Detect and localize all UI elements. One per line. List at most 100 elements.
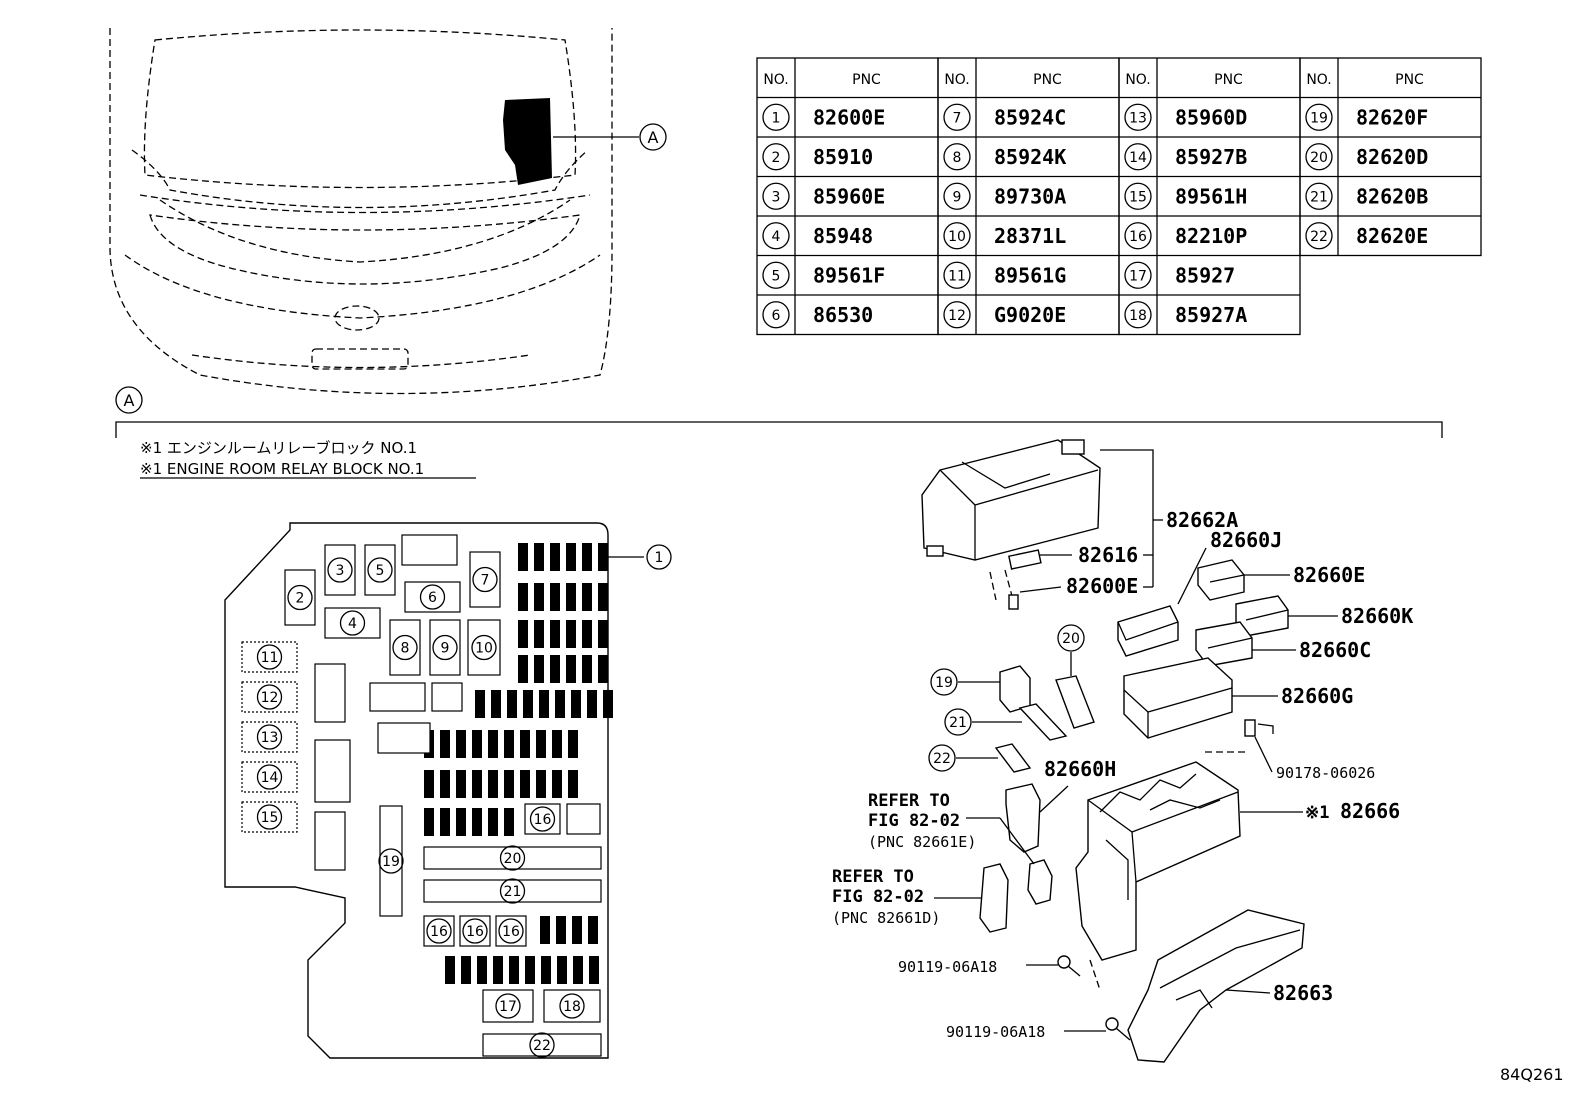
table-row-pnc: 82600E — [813, 105, 885, 129]
callout-82666-mark: ※1 — [1305, 803, 1329, 823]
callout-20: 20 — [1062, 631, 1080, 647]
table-row-pnc: 85927A — [1175, 303, 1247, 327]
layout-position-label: 17 — [499, 999, 517, 1015]
refer-line2: FIG 82-02 — [868, 811, 960, 831]
table-row-pnc: 82620F — [1356, 105, 1428, 129]
exploded-view: 82662A 82616 82600E 82660J 82660E 82660K… — [898, 439, 1413, 1063]
callout-82660G: 82660G — [1281, 684, 1353, 708]
callout-82600E: 82600E — [1066, 574, 1138, 598]
callout-90178-06026: 90178-06026 — [1276, 764, 1375, 782]
layout-position-label: 3 — [336, 563, 345, 579]
layout-position-label: 19 — [382, 854, 400, 870]
callout-82616: 82616 — [1078, 543, 1138, 567]
table-row-no: 3 — [772, 189, 781, 205]
layout-position-label: 14 — [261, 770, 279, 786]
table-header-no: NO. — [944, 72, 969, 88]
callout-82662A: 82662A — [1166, 508, 1238, 532]
table-row-pnc: 86530 — [813, 303, 873, 327]
table-row-no: 1 — [772, 110, 781, 126]
callout-90119-06A18-lower: 90119-06A18 — [946, 1023, 1045, 1041]
table-row-pnc: 82620E — [1356, 224, 1428, 248]
section-a-label: A — [124, 391, 135, 410]
table-row-no: 20 — [1310, 150, 1328, 166]
callout-82663: 82663 — [1273, 981, 1333, 1005]
layout-position-label: 1 — [655, 550, 664, 566]
callout-82660E: 82660E — [1293, 563, 1365, 587]
view-callout-a: A — [648, 128, 659, 147]
refer-line1: REFER TO — [832, 867, 914, 887]
table-row-no: 13 — [1129, 110, 1147, 126]
table-row-no: 5 — [772, 268, 781, 284]
table-header-no: NO. — [1306, 72, 1331, 88]
table-header-pnc: PNC — [852, 72, 881, 88]
callout-82660H: 82660H — [1044, 757, 1116, 781]
layout-position-label: 16 — [430, 924, 448, 940]
table-row-no: 9 — [953, 189, 962, 205]
table-row-no: 2 — [772, 150, 781, 166]
table-row-pnc: 85910 — [813, 145, 873, 169]
table-header-pnc: PNC — [1214, 72, 1243, 88]
table-header-pnc: PNC — [1033, 72, 1062, 88]
table-row-pnc: G9020E — [994, 303, 1066, 327]
table-row-no: 7 — [953, 110, 962, 126]
layout-position-label: 20 — [504, 851, 522, 867]
layout-position-label: 21 — [504, 884, 522, 900]
table-row-pnc: 89561H — [1175, 184, 1247, 208]
table-row-no: 19 — [1310, 110, 1328, 126]
table-row-pnc: 82620D — [1356, 145, 1428, 169]
table-header-no: NO. — [1125, 72, 1150, 88]
callout-82660K: 82660K — [1341, 604, 1413, 628]
table-header-pnc: PNC — [1395, 72, 1424, 88]
refer-line2: FIG 82-02 — [832, 887, 924, 907]
layout-position-label: 7 — [481, 573, 490, 589]
callout-82660C: 82660C — [1299, 638, 1371, 662]
table-row-no: 12 — [948, 308, 966, 324]
section-a-header: A — [115, 386, 1443, 438]
layout-position-label: 18 — [563, 999, 581, 1015]
table-row-pnc: 28371L — [994, 224, 1066, 248]
layout-position-label: 10 — [475, 641, 493, 657]
layout-position-label: 16 — [502, 924, 520, 940]
table-row-no: 22 — [1310, 229, 1328, 245]
table-row-pnc: 89561G — [994, 263, 1066, 287]
vehicle-front-view: A — [109, 28, 667, 395]
refer-line3: (PNC 82661E) — [868, 833, 976, 851]
table-row-no: 8 — [953, 150, 962, 166]
note-japanese: ※1 エンジンルームリレーブロック NO.1 — [140, 439, 417, 457]
refer-to-82661D: REFER TO FIG 82-02 (PNC 82661D) — [832, 867, 940, 927]
table-row-pnc: 85927B — [1175, 145, 1247, 169]
layout-position-label: 2 — [296, 591, 305, 607]
layout-position-label: 4 — [348, 616, 357, 632]
callout-21: 21 — [949, 715, 967, 731]
layout-position-label: 13 — [261, 730, 279, 746]
callout-19: 19 — [935, 675, 953, 691]
figure-code: 84Q261 — [1500, 1065, 1564, 1084]
table-row-no: 14 — [1129, 150, 1147, 166]
callout-82666: 82666 — [1340, 799, 1400, 823]
table-row-no: 4 — [772, 229, 781, 245]
table-row-no: 11 — [948, 268, 966, 284]
table-row-pnc: 85960D — [1175, 105, 1247, 129]
table-row-pnc: 82210P — [1175, 224, 1247, 248]
layout-position-label: 15 — [261, 810, 279, 826]
table-row-pnc: 89561F — [813, 263, 885, 287]
table-row-no: 18 — [1129, 308, 1147, 324]
table-header-no: NO. — [763, 72, 788, 88]
table-row-pnc: 85927 — [1175, 263, 1235, 287]
table-row-pnc: 85924C — [994, 105, 1066, 129]
table-row-pnc: 89730A — [994, 184, 1066, 208]
refer-line3: (PNC 82661D) — [832, 909, 940, 927]
layout-position-label: 11 — [261, 650, 279, 666]
layout-position-label: 9 — [441, 641, 450, 657]
callout-90119-06A18-upper: 90119-06A18 — [898, 958, 997, 976]
refer-line1: REFER TO — [868, 791, 950, 811]
refer-to-82661E: REFER TO FIG 82-02 (PNC 82661E) — [868, 791, 976, 851]
table-row-no: 6 — [772, 308, 781, 324]
table-row-pnc: 85924K — [994, 145, 1066, 169]
table-row-no: 15 — [1129, 189, 1147, 205]
layout-position-label: 6 — [428, 590, 437, 606]
table-row-no: 21 — [1310, 189, 1328, 205]
layout-position-label: 16 — [534, 812, 552, 828]
